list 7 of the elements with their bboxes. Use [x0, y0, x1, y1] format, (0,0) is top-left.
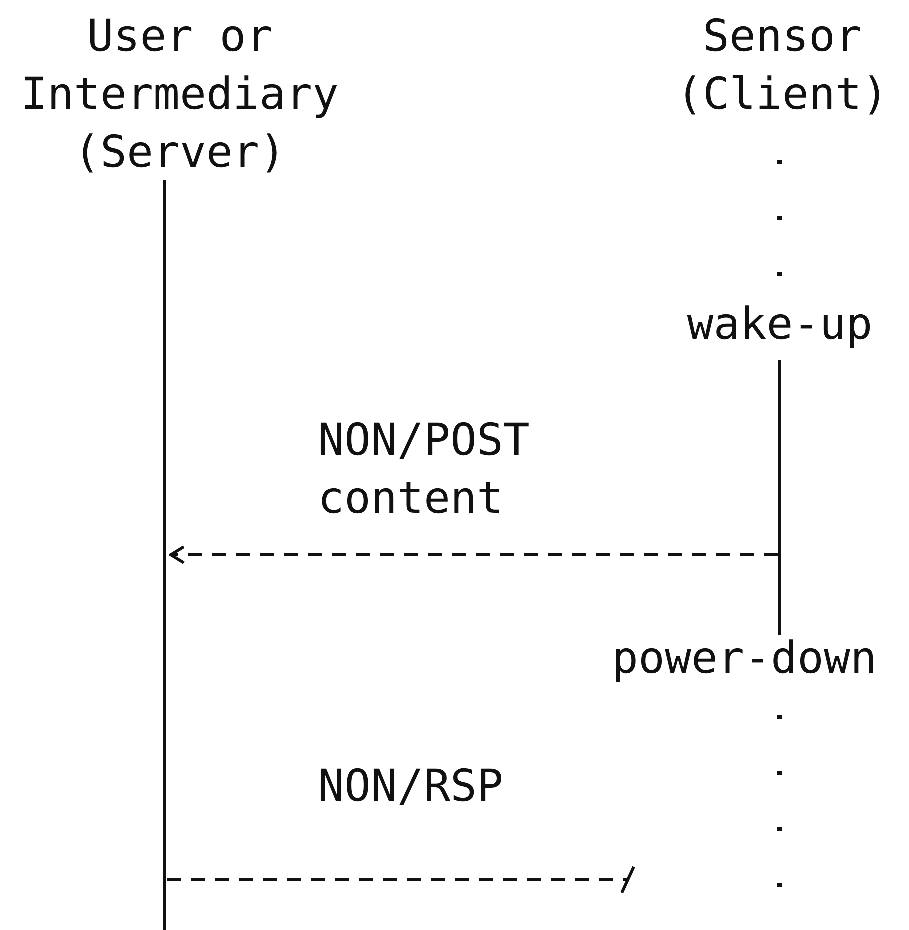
state-label: power-down	[611, 632, 878, 686]
participant-header: User or Intermediary (Server)	[20, 10, 340, 180]
state-label: wake-up	[686, 298, 874, 352]
participant-header: Sensor (Client)	[676, 10, 890, 122]
message-label: NON/POST content	[318, 414, 531, 526]
message-arrow	[170, 546, 778, 564]
message-label: NON/RSP	[318, 760, 504, 814]
